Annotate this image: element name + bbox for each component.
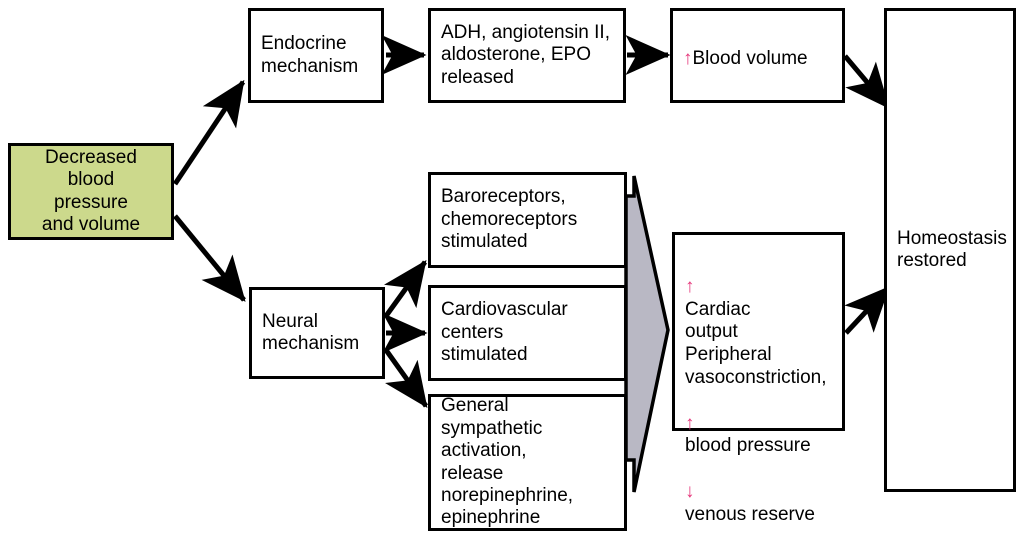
node-sympathetic-activation-label: General sympathetic activation, release … [441,395,574,529]
node-homeostasis-restored[interactable]: Homeostasis restored [884,8,1016,492]
blood-pressure-line: ↑ blood pressure [685,390,832,458]
venous-reserve-line: ↓ venous reserve [685,458,832,526]
blood-pressure-label: blood pressure [685,435,811,457]
node-hormones-released[interactable]: ADH, angiotensin II, aldosterone, EPO re… [428,8,626,103]
connector-stimulus-to-neural [173,214,246,302]
peripheral-line-2: vasoconstriction, [685,366,827,388]
node-cardiovascular-centers[interactable]: Cardiovascular centers stimulated [428,285,627,381]
node-neural-mechanism-label: Neural mechanism [262,310,360,354]
node-neural-mechanism[interactable]: Neural mechanism [249,287,385,379]
up-arrow-icon-bp: ↑ [685,412,695,434]
cardiac-output-line-2: output [685,321,738,343]
node-endocrine-mechanism[interactable]: Endocrine mechanism [248,8,384,103]
node-baroreceptors-label: Baroreceptors, chemoreceptors stimulated [441,186,578,253]
connector-stimulus-to-endocrine [172,79,246,186]
node-cardiac-effects[interactable]: ↑ Cardiac output Peripheral vasoconstric… [672,232,845,525]
cardiac-output-line-1: ↑ Cardiac [685,253,832,321]
connector-neural-to-baroreceptors [383,259,428,318]
node-sympathetic-activation[interactable]: General sympathetic activation, release … [428,394,627,531]
venous-reserve-label: venous reserve [685,503,815,525]
node-blood-volume-label: Blood volume [692,47,808,69]
node-homeostasis-restored-label: Homeostasis restored [897,227,1007,271]
peripheral-line-1: Peripheral [685,344,772,366]
node-stimulus-label: Decreased blood pressure and volume [41,146,141,235]
down-arrow-icon-venous: ↓ [685,480,695,502]
up-arrow-icon: ↑ [683,47,693,69]
connector-bloodvolume-to-homeostasis [843,54,890,109]
node-stimulus[interactable]: Decreased blood pressure and volume [8,143,174,240]
connector-neural-to-sympathetic [383,348,429,409]
convergence-funnel [624,175,670,493]
cardiac-output-label: Cardiac [685,298,751,320]
node-endocrine-mechanism-label: Endocrine mechanism [261,33,359,77]
node-blood-volume-line: ↑Blood volume [683,25,832,71]
node-blood-volume[interactable]: ↑Blood volume [670,8,845,103]
node-hormones-released-label: ADH, angiotensin II, aldosterone, EPO re… [441,21,610,88]
node-cardiovascular-centers-label: Cardiovascular centers stimulated [441,299,568,366]
connector-cardiaceffects-to-homeostasis [844,286,890,335]
up-arrow-icon-cardiac: ↑ [685,275,695,297]
node-baroreceptors[interactable]: Baroreceptors, chemoreceptors stimulated [428,172,627,268]
